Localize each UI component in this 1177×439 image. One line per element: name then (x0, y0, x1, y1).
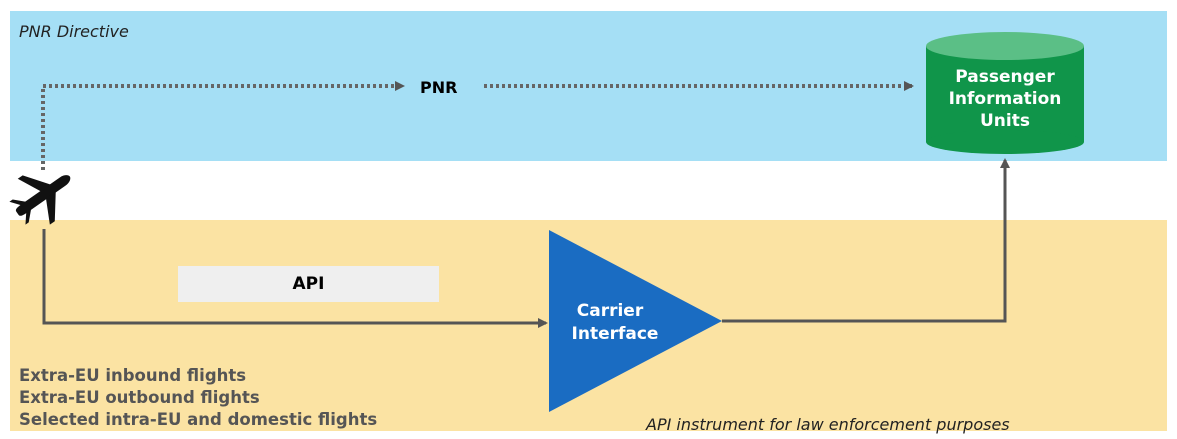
piu-label-line3: Units (980, 111, 1030, 131)
flight-scope-item: Extra-EU inbound flights (19, 366, 247, 385)
database-icon (926, 32, 1084, 154)
flight-scope-item: Selected intra-EU and domestic flights (19, 410, 378, 429)
pnr-directive-label: PNR Directive (19, 22, 129, 41)
carrier-interface-triangle (549, 230, 722, 412)
carrier-interface-label-line1: Carrier (577, 301, 644, 321)
flight-scope-list: Extra-EU inbound flights Extra-EU outbou… (19, 365, 377, 431)
api-instrument-label: API instrument for law enforcement purpo… (646, 415, 1010, 434)
pnr-flow-label: PNR (420, 78, 458, 97)
carrier-interface-label-line2: Interface (572, 324, 659, 344)
api-arrow (42, 229, 548, 328)
api-label-box: API (178, 266, 439, 302)
api-flow-label: API (292, 274, 325, 294)
carrier-to-piu-arrow (722, 158, 1010, 323)
piu-label-line1: Passenger (955, 67, 1055, 87)
flight-scope-item: Extra-EU outbound flights (19, 388, 260, 407)
pnr-dotted-arrow-left (41, 81, 405, 170)
piu-label-line2: Information (949, 89, 1062, 109)
airplane-icon (9, 175, 71, 225)
